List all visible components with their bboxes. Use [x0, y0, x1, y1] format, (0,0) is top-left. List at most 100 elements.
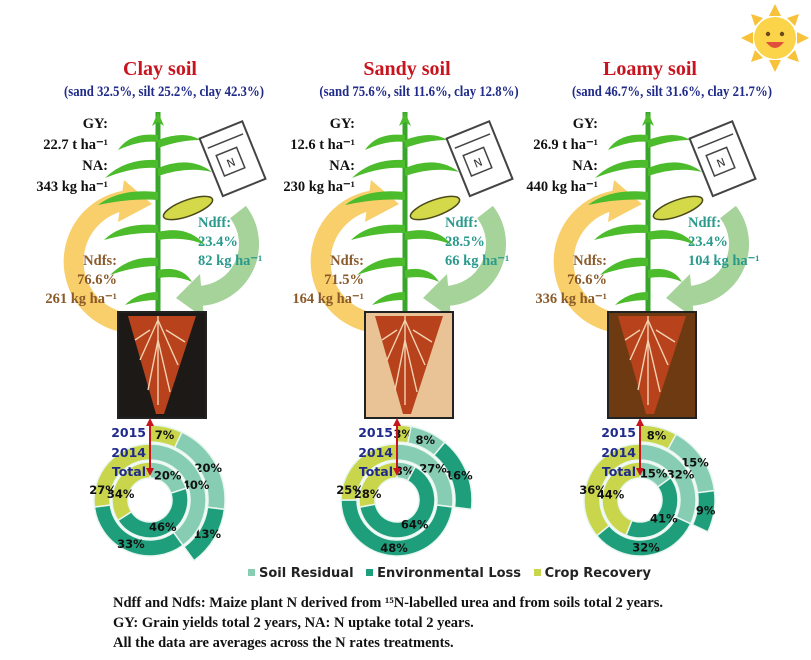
- donut-segment-total-environmental-loss: [116, 487, 189, 539]
- root-zone: [128, 316, 196, 414]
- soil-texture: (sand 32.5%, silt 25.2%, clay 42.3%): [64, 84, 264, 100]
- donut-label-2015-crop-recovery: 8%: [647, 429, 667, 443]
- donut-label-2014-environmental-loss: 32%: [632, 541, 660, 555]
- donut-label-2015-soil-residual: 8%: [416, 433, 436, 447]
- donut-label-2015-soil-residual: 15%: [681, 456, 709, 470]
- ndff-percent: 28.5%: [445, 234, 485, 250]
- donut-label-2014-soil-residual: 40%: [182, 478, 210, 492]
- donut-label-total-soil-residual: 8%: [395, 464, 415, 478]
- soil-panel-sandy-soil: Sandy soil (sand 75.6%, silt 11.6%, clay…: [247, 0, 567, 580]
- legend-environmental-loss: Environmental Loss: [377, 566, 522, 581]
- donut-segment-2015-environmental-loss: [432, 441, 473, 511]
- ndfs-arrowhead-icon: [608, 180, 642, 222]
- roots: [381, 316, 433, 405]
- donut-label-2014-soil-residual: 32%: [667, 467, 695, 481]
- roots: [134, 316, 186, 405]
- donut-label-total-soil-residual: 15%: [640, 466, 668, 480]
- plant-illustration: N 8%15%9%32%32%36%15%41%44% 2015 2014 To…: [553, 112, 757, 557]
- ring-label-2015: 2015: [111, 425, 146, 440]
- soil-title: Clay soil: [123, 58, 197, 80]
- ring-label-2015: 2015: [358, 425, 393, 440]
- ndfs-value: 261 kg ha⁻¹: [45, 291, 117, 307]
- donut-label-total-crop-recovery: 34%: [107, 487, 135, 501]
- ndff-arrowhead-icon: [666, 274, 694, 318]
- donut-label-2014-crop-recovery: 36%: [579, 483, 607, 497]
- ndfs-arrow-icon: [63, 190, 130, 332]
- ndff-block: Ndff: 23.4% 104 kg ha⁻¹: [688, 214, 760, 271]
- ring-label-total: Total: [112, 464, 146, 479]
- plant-illustration: N 3%8%16%27%48%25%8%64%28% 2015 2014 Tot…: [310, 112, 514, 557]
- donut-segment-2015-environmental-loss: [691, 489, 716, 533]
- donut-label-total-soil-residual: 20%: [154, 469, 182, 483]
- gy-label: GY:: [572, 116, 598, 132]
- footnote: All the data are averages across the N r…: [113, 635, 454, 651]
- root-zone: [375, 316, 443, 414]
- ndff-label: Ndff:: [198, 215, 232, 231]
- soil-panel-clay-soil: Clay soil (sand 32.5%, silt 25.2%, clay …: [0, 0, 320, 580]
- gy-label: GY:: [82, 116, 108, 132]
- donut-segment-2015-environmental-loss: [183, 506, 226, 562]
- yield-block: GY: 22.7 t ha⁻¹ NA: 343 kg ha⁻¹: [36, 114, 108, 198]
- footnote: GY: Grain yields total 2 years, NA: N up…: [113, 615, 474, 631]
- donut-segment-total-environmental-loss: [358, 465, 436, 539]
- ndff-block: Ndff: 28.5% 66 kg ha⁻¹: [445, 214, 509, 271]
- donut-segment-2014-environmental-loss: [340, 499, 454, 557]
- donut-chart: 3%8%16%27%48%25%8%64%28%: [336, 424, 473, 557]
- gy-value: 26.9 t ha⁻¹: [533, 137, 598, 153]
- soil-texture: (sand 75.6%, silt 11.6%, clay 12.8%): [319, 84, 519, 100]
- donut-label-2015-environmental-loss: 13%: [193, 527, 221, 541]
- donut-label-2014-environmental-loss: 48%: [380, 541, 408, 555]
- gy-value: 22.7 t ha⁻¹: [43, 137, 108, 153]
- plant-illustration: N 7% 20% 13% 40% 33% 27% 20% 46% 34% 2015 2014 T…: [63, 112, 267, 562]
- ndfs-percent: 76.6%: [567, 272, 607, 288]
- ndff-percent: 23.4%: [198, 234, 238, 250]
- ndff-value: 66 kg ha⁻¹: [445, 253, 510, 269]
- fertilizer-bag-icon: N: [198, 120, 267, 198]
- gy-value: 12.6 t ha⁻¹: [290, 137, 355, 153]
- donut-label-2015-environmental-loss: 9%: [696, 503, 716, 517]
- ndfs-value: 336 kg ha⁻¹: [535, 291, 607, 307]
- legend: Soil Residual Environmental Loss Crop Re…: [240, 566, 651, 581]
- legend-swatch-soil-residual: [248, 569, 255, 576]
- ndff-value: 82 kg ha⁻¹: [198, 253, 263, 269]
- root-zone: [618, 316, 686, 414]
- legend-swatch-environmental-loss: [366, 569, 374, 576]
- ring-label-2014: 2014: [111, 445, 146, 460]
- ndfs-value: 164 kg ha⁻¹: [292, 291, 364, 307]
- donut-label-total-crop-recovery: 44%: [597, 487, 625, 501]
- ndfs-label: Ndfs:: [330, 253, 364, 269]
- donut-segment-total-environmental-loss: [625, 476, 679, 539]
- ndff-arrow-icon: [197, 205, 260, 306]
- fertilizer-bag-icon: N: [688, 120, 757, 198]
- donut-label-2015-soil-residual: 20%: [195, 461, 223, 475]
- soil-texture: (sand 46.7%, silt 31.6%, clay 21.7%): [572, 84, 772, 100]
- roots: [624, 316, 676, 405]
- ndfs-block: Ndfs: 71.5% 164 kg ha⁻¹: [292, 252, 364, 309]
- ndfs-arrow-icon: [553, 190, 620, 332]
- maize-leaves: [98, 112, 212, 305]
- corn-ear-icon: [409, 195, 461, 221]
- legend-crop-recovery: Crop Recovery: [544, 566, 651, 581]
- na-label: NA:: [572, 158, 598, 174]
- ring-label-total: Total: [359, 464, 393, 479]
- yield-block: GY: 12.6 t ha⁻¹ NA: 230 kg ha⁻¹: [283, 114, 355, 198]
- na-label: NA:: [329, 158, 355, 174]
- ring-label-total: Total: [602, 464, 636, 479]
- corn-ear-icon: [162, 195, 214, 221]
- na-value: 343 kg ha⁻¹: [36, 179, 108, 195]
- donut-label-total-environmental-loss: 46%: [149, 520, 177, 534]
- ndfs-block: Ndfs: 76.6% 336 kg ha⁻¹: [535, 252, 607, 309]
- donut-label-2015-crop-recovery: 7%: [155, 428, 175, 442]
- ndff-arrowhead-icon: [423, 274, 451, 318]
- soil-panel-loamy-soil: Loamy soil (sand 46.7%, silt 31.6%, clay…: [490, 0, 810, 580]
- donut-label-2014-environmental-loss: 33%: [117, 537, 145, 551]
- yield-block: GY: 26.9 t ha⁻¹ NA: 440 kg ha⁻¹: [526, 114, 598, 198]
- ndff-arrowhead-icon: [176, 274, 204, 318]
- na-label: NA:: [82, 158, 108, 174]
- donut-segment-total-crop-recovery: [601, 461, 641, 537]
- ndfs-arrowhead-icon: [365, 180, 399, 222]
- donut-label-2014-soil-residual: 27%: [419, 461, 447, 475]
- donut-label-2014-crop-recovery: 27%: [89, 483, 117, 497]
- gy-label: GY:: [329, 116, 355, 132]
- corn-ear-icon: [652, 195, 704, 221]
